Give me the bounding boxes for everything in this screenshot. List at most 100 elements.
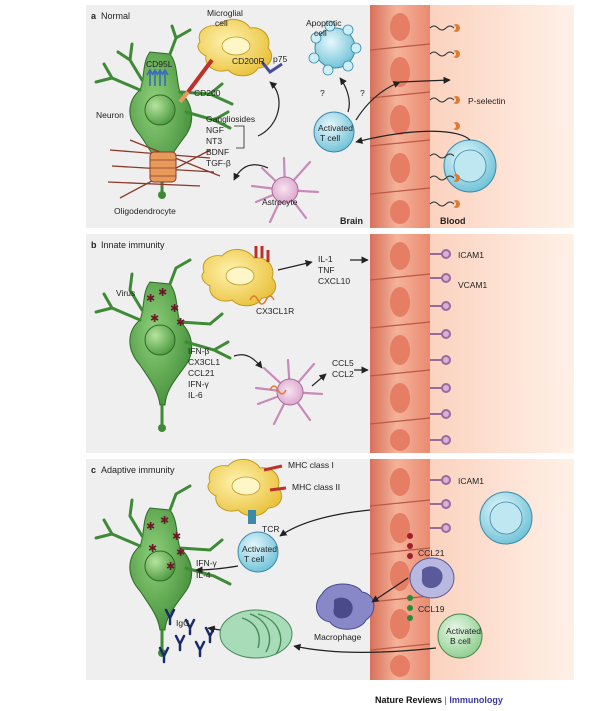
- oligodendrocyte-label: Oligodendrocyte: [114, 206, 176, 216]
- activated-t-cell-c: [237, 531, 279, 573]
- cd200r-cd200-link: [178, 58, 214, 104]
- il4-label: IL-4: [196, 570, 211, 580]
- b-cell-label-2: B cell: [450, 636, 471, 646]
- cd200-label: CD200: [194, 88, 221, 98]
- macrophage: [315, 583, 375, 630]
- cx3cl1r-label: CX3CL1R: [256, 306, 294, 316]
- b-cell-label-1: Activated: [446, 626, 481, 636]
- blood-t-cell-a: [443, 139, 497, 193]
- neuron-c: [94, 484, 232, 657]
- p75-label: p75: [273, 54, 287, 64]
- icam1-label-c: ICAM1: [458, 476, 484, 486]
- svg-text:✱: ✱: [146, 293, 155, 305]
- astrocyte-b: [254, 358, 324, 426]
- cd95l-label: CD95L: [146, 59, 173, 69]
- svg-text:✱: ✱: [176, 547, 185, 559]
- neuron-factor-item: IL-6: [188, 390, 203, 400]
- p-selectin-molecules: [453, 24, 460, 208]
- journal-credit: Nature Reviews | Immunology: [375, 695, 503, 705]
- chemokine-item: CCL2: [332, 369, 354, 379]
- journal-name: Nature Reviews: [375, 695, 443, 705]
- svg-text:✱: ✱: [172, 531, 181, 543]
- blood-t-cell-c: [479, 491, 533, 545]
- ifn-gamma-label: IFN-γ: [196, 558, 218, 568]
- virus-particles-c: ✱✱✱ ✱✱✱: [146, 515, 185, 573]
- panel-b-letter: b: [91, 240, 97, 250]
- panel-c-title: Adaptive immunity: [101, 465, 175, 475]
- arrows-c: [195, 509, 437, 653]
- apoptotic-cell: [308, 20, 362, 76]
- svg-text:✱: ✱: [160, 515, 169, 527]
- factor-item: NT3: [206, 136, 222, 146]
- ccl19-label: CCL19: [418, 604, 445, 614]
- factor-item: TGF-β: [206, 158, 231, 168]
- microglial-cell-c: [207, 459, 287, 524]
- arrows-b: [233, 256, 369, 387]
- factor-list-a: Gangliosides NGF NT3 BDNF TGF-β: [206, 114, 255, 168]
- chemokine-list-b: CCL5 CCL2: [332, 358, 354, 379]
- panel-a-letter: a: [91, 11, 97, 21]
- neuron-factor-item: CX3CL1: [188, 357, 220, 367]
- factor-item: NGF: [206, 125, 224, 135]
- cytokine-item: TNF: [318, 265, 335, 275]
- activated-t-label-2: T cell: [320, 133, 340, 143]
- endothelium-c: [369, 459, 431, 680]
- cytokine-item: IL-1: [318, 254, 333, 264]
- cytokine-list-b: IL-1 TNF CXCL10: [318, 254, 350, 286]
- blood-area-b: [430, 234, 574, 453]
- panel-c-letter: c: [91, 465, 96, 475]
- activated-t-label-1: Activated: [318, 123, 353, 133]
- astrocyte-a: [250, 156, 320, 224]
- svg-text:✱: ✱: [150, 313, 159, 325]
- neuron-b: [94, 258, 232, 432]
- blood-label: Blood: [440, 216, 466, 226]
- svg-text:✱: ✱: [146, 521, 155, 533]
- cd200r-label: CD200R: [232, 56, 265, 66]
- neuron-a: [94, 24, 234, 199]
- apoptotic-label-1: Apoptotic: [306, 18, 342, 28]
- neuron-factor-item: CCL21: [188, 368, 215, 378]
- ccl19-dots: [407, 595, 413, 621]
- plasma-cell: [219, 609, 293, 659]
- question-mark-1: ?: [320, 88, 325, 98]
- endothelium-a: [369, 5, 431, 228]
- blood-area-a: [430, 5, 574, 228]
- activated-t-cell-a: [313, 111, 355, 153]
- monocyte-in-vessel: [409, 557, 455, 599]
- mhc1-label: MHC class I: [288, 460, 334, 470]
- apoptotic-label-2: cell: [314, 28, 327, 38]
- tcr-label: TCR: [262, 524, 279, 534]
- activated-t-label-c1: Activated: [242, 544, 277, 554]
- activated-t-label-c2: T cell: [244, 554, 264, 564]
- svg-text:✱: ✱: [148, 543, 157, 555]
- cytokine-item: CXCL10: [318, 276, 350, 286]
- p-selectin-label: P-selectin: [468, 96, 506, 106]
- svg-text:✱: ✱: [170, 303, 179, 315]
- activated-b-cell: [437, 613, 483, 659]
- question-mark-2: ?: [360, 88, 365, 98]
- neuron-factor-list-b: IFN-β CX3CL1 CCL21 IFN-γ IL-6: [188, 346, 220, 400]
- igg-label: IgG: [176, 618, 190, 628]
- virus-label: Virus: [116, 288, 135, 298]
- virus-particles: ✱✱✱ ✱✱: [146, 287, 185, 329]
- igg-antibodies: [158, 608, 216, 664]
- panel-b-title: Innate immunity: [101, 240, 165, 250]
- microglial-label-1: Microglial: [207, 8, 243, 18]
- astrocyte-label: Astrocyte: [262, 197, 298, 207]
- microglial-label-2: cell: [215, 18, 228, 28]
- p75-receptor: [260, 61, 283, 75]
- ccl21-dots: [407, 533, 413, 559]
- neuron-factor-item: IFN-γ: [188, 379, 210, 389]
- svg-text:✱: ✱: [166, 561, 175, 573]
- endothelium-b: [369, 234, 431, 453]
- cd95l-receptors: [146, 68, 169, 86]
- mhc2-label: MHC class II: [292, 482, 340, 492]
- vcam1-label-b: VCAM1: [458, 280, 488, 290]
- microglial-cell-b: [201, 246, 277, 307]
- panel-a-title: Normal: [101, 11, 130, 21]
- adhesion-molecules-b: [430, 249, 451, 445]
- journal-field: Immunology: [449, 695, 503, 705]
- svg-text:✱: ✱: [176, 317, 185, 329]
- macrophage-label: Macrophage: [314, 632, 362, 642]
- icam1-label-b: ICAM1: [458, 250, 484, 260]
